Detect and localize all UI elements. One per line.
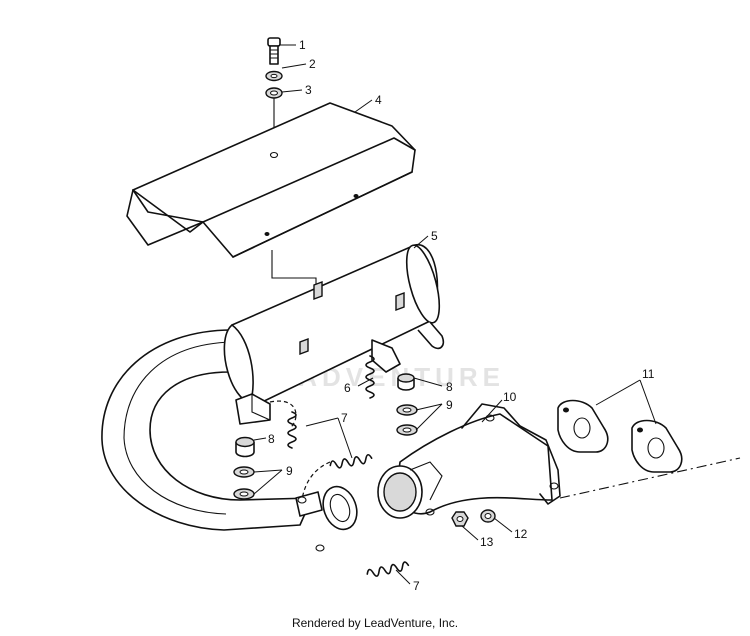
bumper-part-8-right xyxy=(397,373,415,391)
callout-2: 2 xyxy=(309,57,316,71)
pipe-inlet-flange xyxy=(295,485,358,552)
callout-8-right: 8 xyxy=(446,380,453,394)
callout-10: 10 xyxy=(503,390,517,404)
callout-9-left: 9 xyxy=(286,464,293,478)
washer-part-9-left-top xyxy=(233,466,255,478)
bumper-part-8-left xyxy=(235,436,255,458)
footer-credit: Rendered by LeadVenture, Inc. xyxy=(291,616,459,630)
spring-part-7-lower xyxy=(366,561,410,577)
washer-part-9-right-bottom xyxy=(396,424,418,436)
callout-1: 1 xyxy=(299,38,306,52)
callout-11: 11 xyxy=(642,367,655,381)
spring-part-7-vertical xyxy=(287,411,297,449)
callout-13: 13 xyxy=(480,535,494,549)
washer-part-9-left-bottom xyxy=(233,488,255,500)
bolt-part-1 xyxy=(267,37,281,65)
heat-shield-part-4 xyxy=(126,102,416,258)
callout-7-upper: 7 xyxy=(341,411,348,425)
spring-part-6 xyxy=(365,355,375,399)
gasket-part-11-right xyxy=(631,419,683,473)
muffler-part-5 xyxy=(101,244,445,531)
nut-part-3 xyxy=(265,87,283,99)
lock-washer-part-2 xyxy=(265,70,283,82)
spring-part-7-horizontal xyxy=(329,453,373,469)
gasket-part-11-left xyxy=(557,399,609,453)
exhaust-manifold-part-10 xyxy=(377,403,561,519)
leader-lines xyxy=(253,44,657,585)
spacer-part-12 xyxy=(480,509,496,523)
callout-9-right: 9 xyxy=(446,398,453,412)
callout-6: 6 xyxy=(344,381,351,395)
callout-12: 12 xyxy=(514,527,528,541)
nut-part-13 xyxy=(451,511,469,527)
washer-part-9-right-top xyxy=(396,404,418,416)
callout-4: 4 xyxy=(375,93,382,107)
callout-5: 5 xyxy=(431,229,438,243)
callout-3: 3 xyxy=(305,83,312,97)
callout-8-left: 8 xyxy=(268,432,275,446)
callout-7-lower: 7 xyxy=(413,579,420,593)
